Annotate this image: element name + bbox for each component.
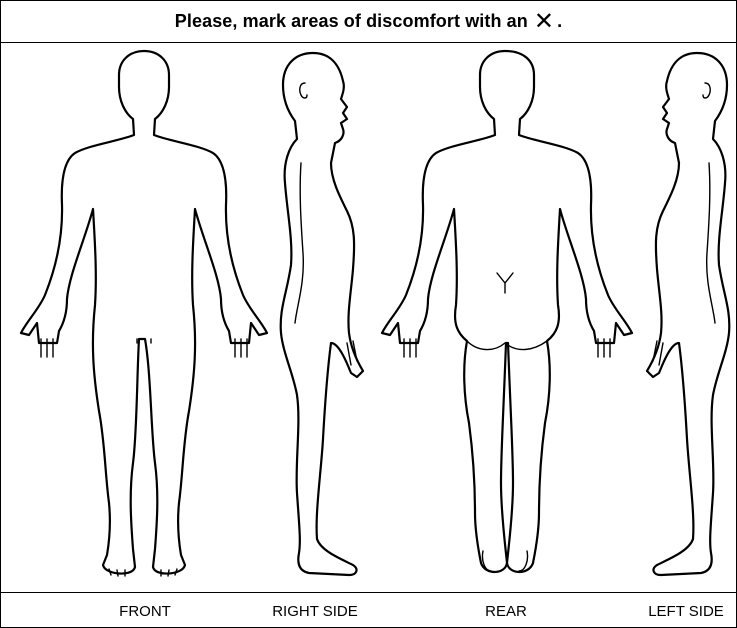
- x-mark-icon: ✕: [534, 10, 554, 34]
- label-left-side: LEFT SIDE: [637, 603, 735, 620]
- body-figures-area[interactable]: [1, 43, 736, 591]
- label-front: FRONT: [97, 603, 193, 620]
- body-outlines[interactable]: [1, 43, 736, 591]
- front-body-figure[interactable]: [21, 51, 267, 576]
- right-side-body-figure[interactable]: [281, 53, 363, 575]
- view-labels-row: FRONT RIGHT SIDE REAR LEFT SIDE: [1, 592, 736, 628]
- instruction-period: .: [557, 11, 562, 32]
- left-side-body-figure[interactable]: [647, 53, 729, 575]
- label-rear: REAR: [461, 603, 551, 620]
- instruction-text: Please, mark areas of discomfort with an: [175, 11, 528, 32]
- label-right-side: RIGHT SIDE: [257, 603, 373, 620]
- instruction-header: Please, mark areas of discomfort with an…: [1, 1, 736, 43]
- rear-body-figure[interactable]: [382, 51, 632, 572]
